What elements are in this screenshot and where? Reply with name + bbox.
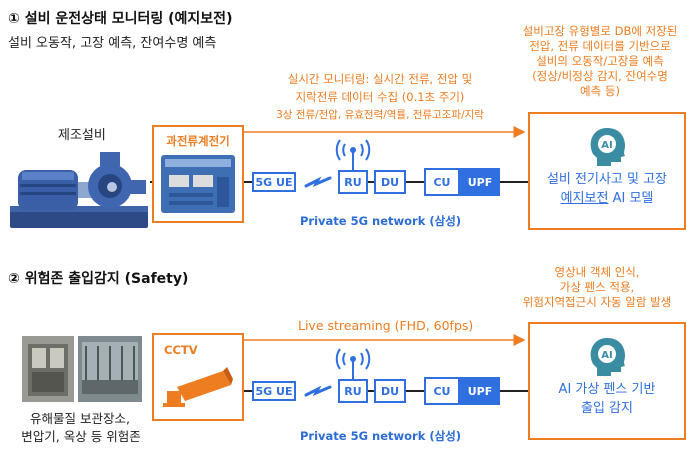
ue-node-1: 5G UE bbox=[252, 172, 296, 192]
stream-annotation-line1: 실시간 모니터링: 실시간 전류, 전압 및 bbox=[287, 72, 473, 86]
cctv-label: CCTV bbox=[164, 343, 198, 357]
ai-note-2-line: 가상 펜스 적용, bbox=[559, 280, 635, 294]
ai-note-1-line: 설비의 오동작/고장을 예측 bbox=[536, 54, 664, 68]
ai-note-2-line: 영상내 객체 인식, bbox=[554, 265, 640, 279]
ai-note-2-line: 위험지역접근시 자동 알람 발생 bbox=[522, 295, 672, 309]
hazard-zone-photo-2 bbox=[78, 336, 142, 402]
antenna-icon-2 bbox=[335, 348, 371, 379]
du-node-2: DU bbox=[374, 379, 406, 403]
hazard-zone-label-1: 유해물질 보관장소, bbox=[30, 411, 130, 426]
equipment-label: 제조설비 bbox=[58, 128, 106, 143]
ai-fence-line2: 출입 감지 bbox=[581, 401, 633, 416]
ai-badge-text: AI bbox=[601, 350, 612, 361]
ai-note-1-line: (정상/비정상 감지, 잔여수명 bbox=[532, 69, 668, 83]
ue-node-2: 5G UE bbox=[252, 381, 296, 401]
section1-subtitle: 설비 오동작, 고장 예측, 잔여수명 예측 bbox=[8, 36, 217, 51]
ai-head-icon: AI bbox=[590, 128, 625, 166]
cu-node-2: CU bbox=[424, 377, 460, 405]
ai-model-rest: AI 모델 bbox=[608, 191, 654, 206]
antenna-icon-1 bbox=[335, 139, 371, 170]
ai-note-1-line: 설비고장 유형별로 DB에 저장된 bbox=[522, 24, 678, 38]
network-label-2: Private 5G network (삼성) bbox=[300, 429, 462, 443]
hazard-zone-photo-1 bbox=[22, 336, 74, 402]
pump-image bbox=[10, 152, 148, 228]
hazard-zone-label-2: 변압기, 옥상 등 위험존 bbox=[21, 429, 141, 444]
ai-note-2: 영상내 객체 인식, 가상 펜스 적용, 위험지역접근시 자동 알람 발생 bbox=[498, 265, 696, 310]
du-node-1: DU bbox=[374, 170, 406, 194]
upf-node-2: UPF bbox=[460, 377, 500, 405]
cctv-camera-icon bbox=[163, 367, 233, 407]
ai-model-box-1: AI 설비 전기사고 및 고장 예지보전 AI 모델 bbox=[528, 112, 686, 230]
stream-annotation-line3: 3상 전류/전압, 유효전력/역률, 전류고조파/지락 bbox=[276, 109, 484, 121]
upf-node-1: UPF bbox=[460, 168, 500, 196]
ru-node-2: RU bbox=[338, 379, 368, 403]
ai-model-underlined: 예지보전 bbox=[560, 191, 609, 206]
relay-device-image bbox=[161, 155, 235, 213]
network-label-1: Private 5G network (삼성) bbox=[300, 214, 462, 228]
overcurrent-relay-box: 과전류계전기 bbox=[152, 125, 244, 223]
ai-model-line1: 설비 전기사고 및 고장 bbox=[546, 172, 668, 187]
wireless-link-icon-2 bbox=[304, 385, 332, 397]
wireless-link-icon-1 bbox=[304, 176, 332, 188]
ai-note-1-line: 전압, 전류 데이터를 기반으로 bbox=[529, 39, 671, 53]
ai-model-line2: 예지보전 AI 모델 bbox=[530, 189, 684, 208]
overcurrent-relay-label: 과전류계전기 bbox=[166, 134, 230, 148]
ru-node-1: RU bbox=[338, 170, 368, 194]
section2-title: ② 위험존 출입감지 (Safety) bbox=[8, 271, 189, 287]
ai-note-1-line: 예측 등) bbox=[580, 84, 620, 98]
stream-annotation-line2: 지락전류 데이터 수집 (0.1초 주기) bbox=[295, 90, 465, 104]
live-stream-label: Live streaming (FHD, 60fps) bbox=[298, 318, 474, 333]
section1-title: ① 설비 운전상태 모니터링 (예지보전) bbox=[8, 11, 233, 27]
cctv-box: CCTV bbox=[152, 333, 244, 421]
ai-badge-text: AI bbox=[601, 140, 612, 151]
ai-fence-line1: AI 가상 펜스 기반 bbox=[558, 382, 656, 397]
ai-head-icon: AI bbox=[590, 338, 625, 376]
ai-note-1: 설비고장 유형별로 DB에 저장된 전압, 전류 데이터를 기반으로 설비의 오… bbox=[510, 24, 690, 99]
cu-node-1: CU bbox=[424, 168, 460, 196]
ai-model-box-2: AI AI 가상 펜스 기반 출입 감지 bbox=[528, 322, 686, 440]
